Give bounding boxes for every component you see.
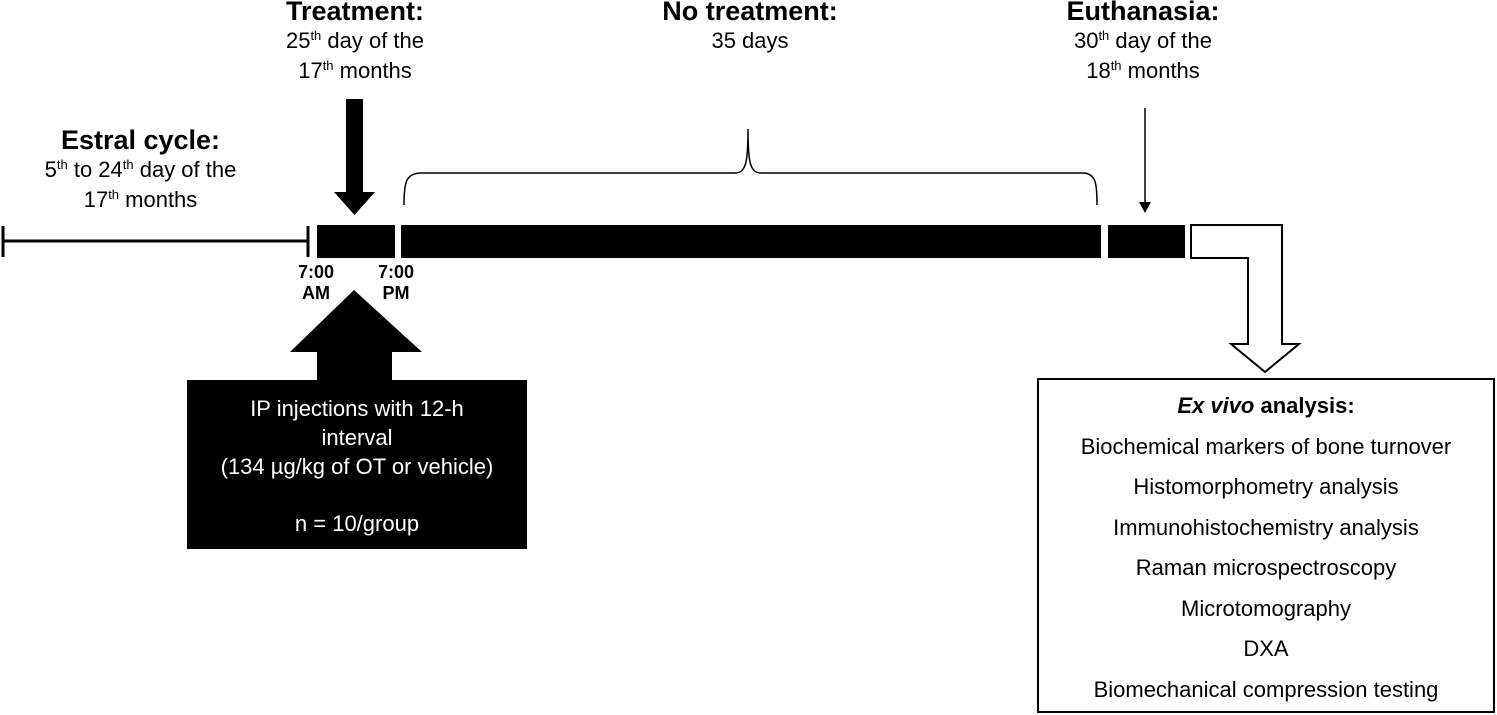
analysis-item-microtomography: Microtomography <box>1181 595 1351 621</box>
injection-up-arrow <box>290 290 422 381</box>
ip-box-line3: (134 µg/kg of OT or vehicle) <box>220 454 494 479</box>
no-treatment-brace <box>403 128 1098 206</box>
euthanasia-title: Euthanasia: <box>1066 0 1220 26</box>
euthanasia-arrow-head <box>1139 202 1151 213</box>
ip-box-group-size: n = 10/group <box>294 511 420 536</box>
treatment-date-line1: 25th day of the <box>285 28 425 53</box>
euthanasia-bar <box>1108 225 1185 258</box>
pm-period: PM <box>382 283 410 303</box>
am-time: 7:00 <box>297 262 335 282</box>
analysis-elbow-arrow <box>1190 224 1302 374</box>
treatment-arrow <box>334 99 375 215</box>
am-time-label: 7:00 AM <box>286 262 346 304</box>
euthanasia-date-line2: 18th months <box>1086 58 1200 83</box>
analysis-item-histomorphometry: Histomorphometry analysis <box>1133 474 1399 499</box>
no-treatment-label: No treatment: 35 days <box>630 0 870 56</box>
analysis-item-dxa: DXA <box>1243 636 1289 661</box>
treatment-bar <box>317 225 395 258</box>
treatment-date-line2: 17th months <box>298 58 412 83</box>
estral-cycle-label: Estral cycle: 5th to 24th day of the 17t… <box>8 125 273 215</box>
analysis-item-biochemical: Biochemical markers of bone turnover <box>1080 433 1452 459</box>
analysis-item-biomechanical: Biomechanical compression testing <box>1093 676 1439 702</box>
no-treatment-duration: 35 days <box>711 28 789 53</box>
am-period: AM <box>302 283 330 303</box>
estral-cycle-range-line2: 17th months <box>83 187 198 212</box>
analysis-item-raman: Raman microspectroscopy <box>1135 555 1397 580</box>
ip-injections-box: IP injections with 12-h interval (134 µg… <box>187 380 527 549</box>
treatment-label: Treatment: 25th day of the 17th months <box>255 0 455 86</box>
pm-time: 7:00 <box>377 262 415 282</box>
treatment-title: Treatment: <box>285 0 425 26</box>
euthanasia-label: Euthanasia: 30th day of the 18th months <box>1043 0 1243 86</box>
ip-box-line1: IP injections with 12-h <box>250 396 464 421</box>
analysis-item-immunohistochemistry: Immunohistochemistry analysis <box>1113 514 1419 540</box>
pm-time-label: 7:00 PM <box>366 262 426 304</box>
estral-cycle-range-line1: 5th to 24th day of the <box>44 157 237 182</box>
no-treatment-title: No treatment: <box>662 0 838 26</box>
ip-box-line2: interval <box>321 425 393 450</box>
euthanasia-date-line1: 30th day of the <box>1073 28 1213 53</box>
analysis-title: Ex vivo analysis: <box>1177 393 1355 418</box>
ex-vivo-analysis-box: Ex vivo analysis: Biochemical markers of… <box>1037 378 1495 713</box>
estral-cycle-title: Estral cycle: <box>60 125 221 155</box>
no-treatment-bar <box>401 225 1101 258</box>
